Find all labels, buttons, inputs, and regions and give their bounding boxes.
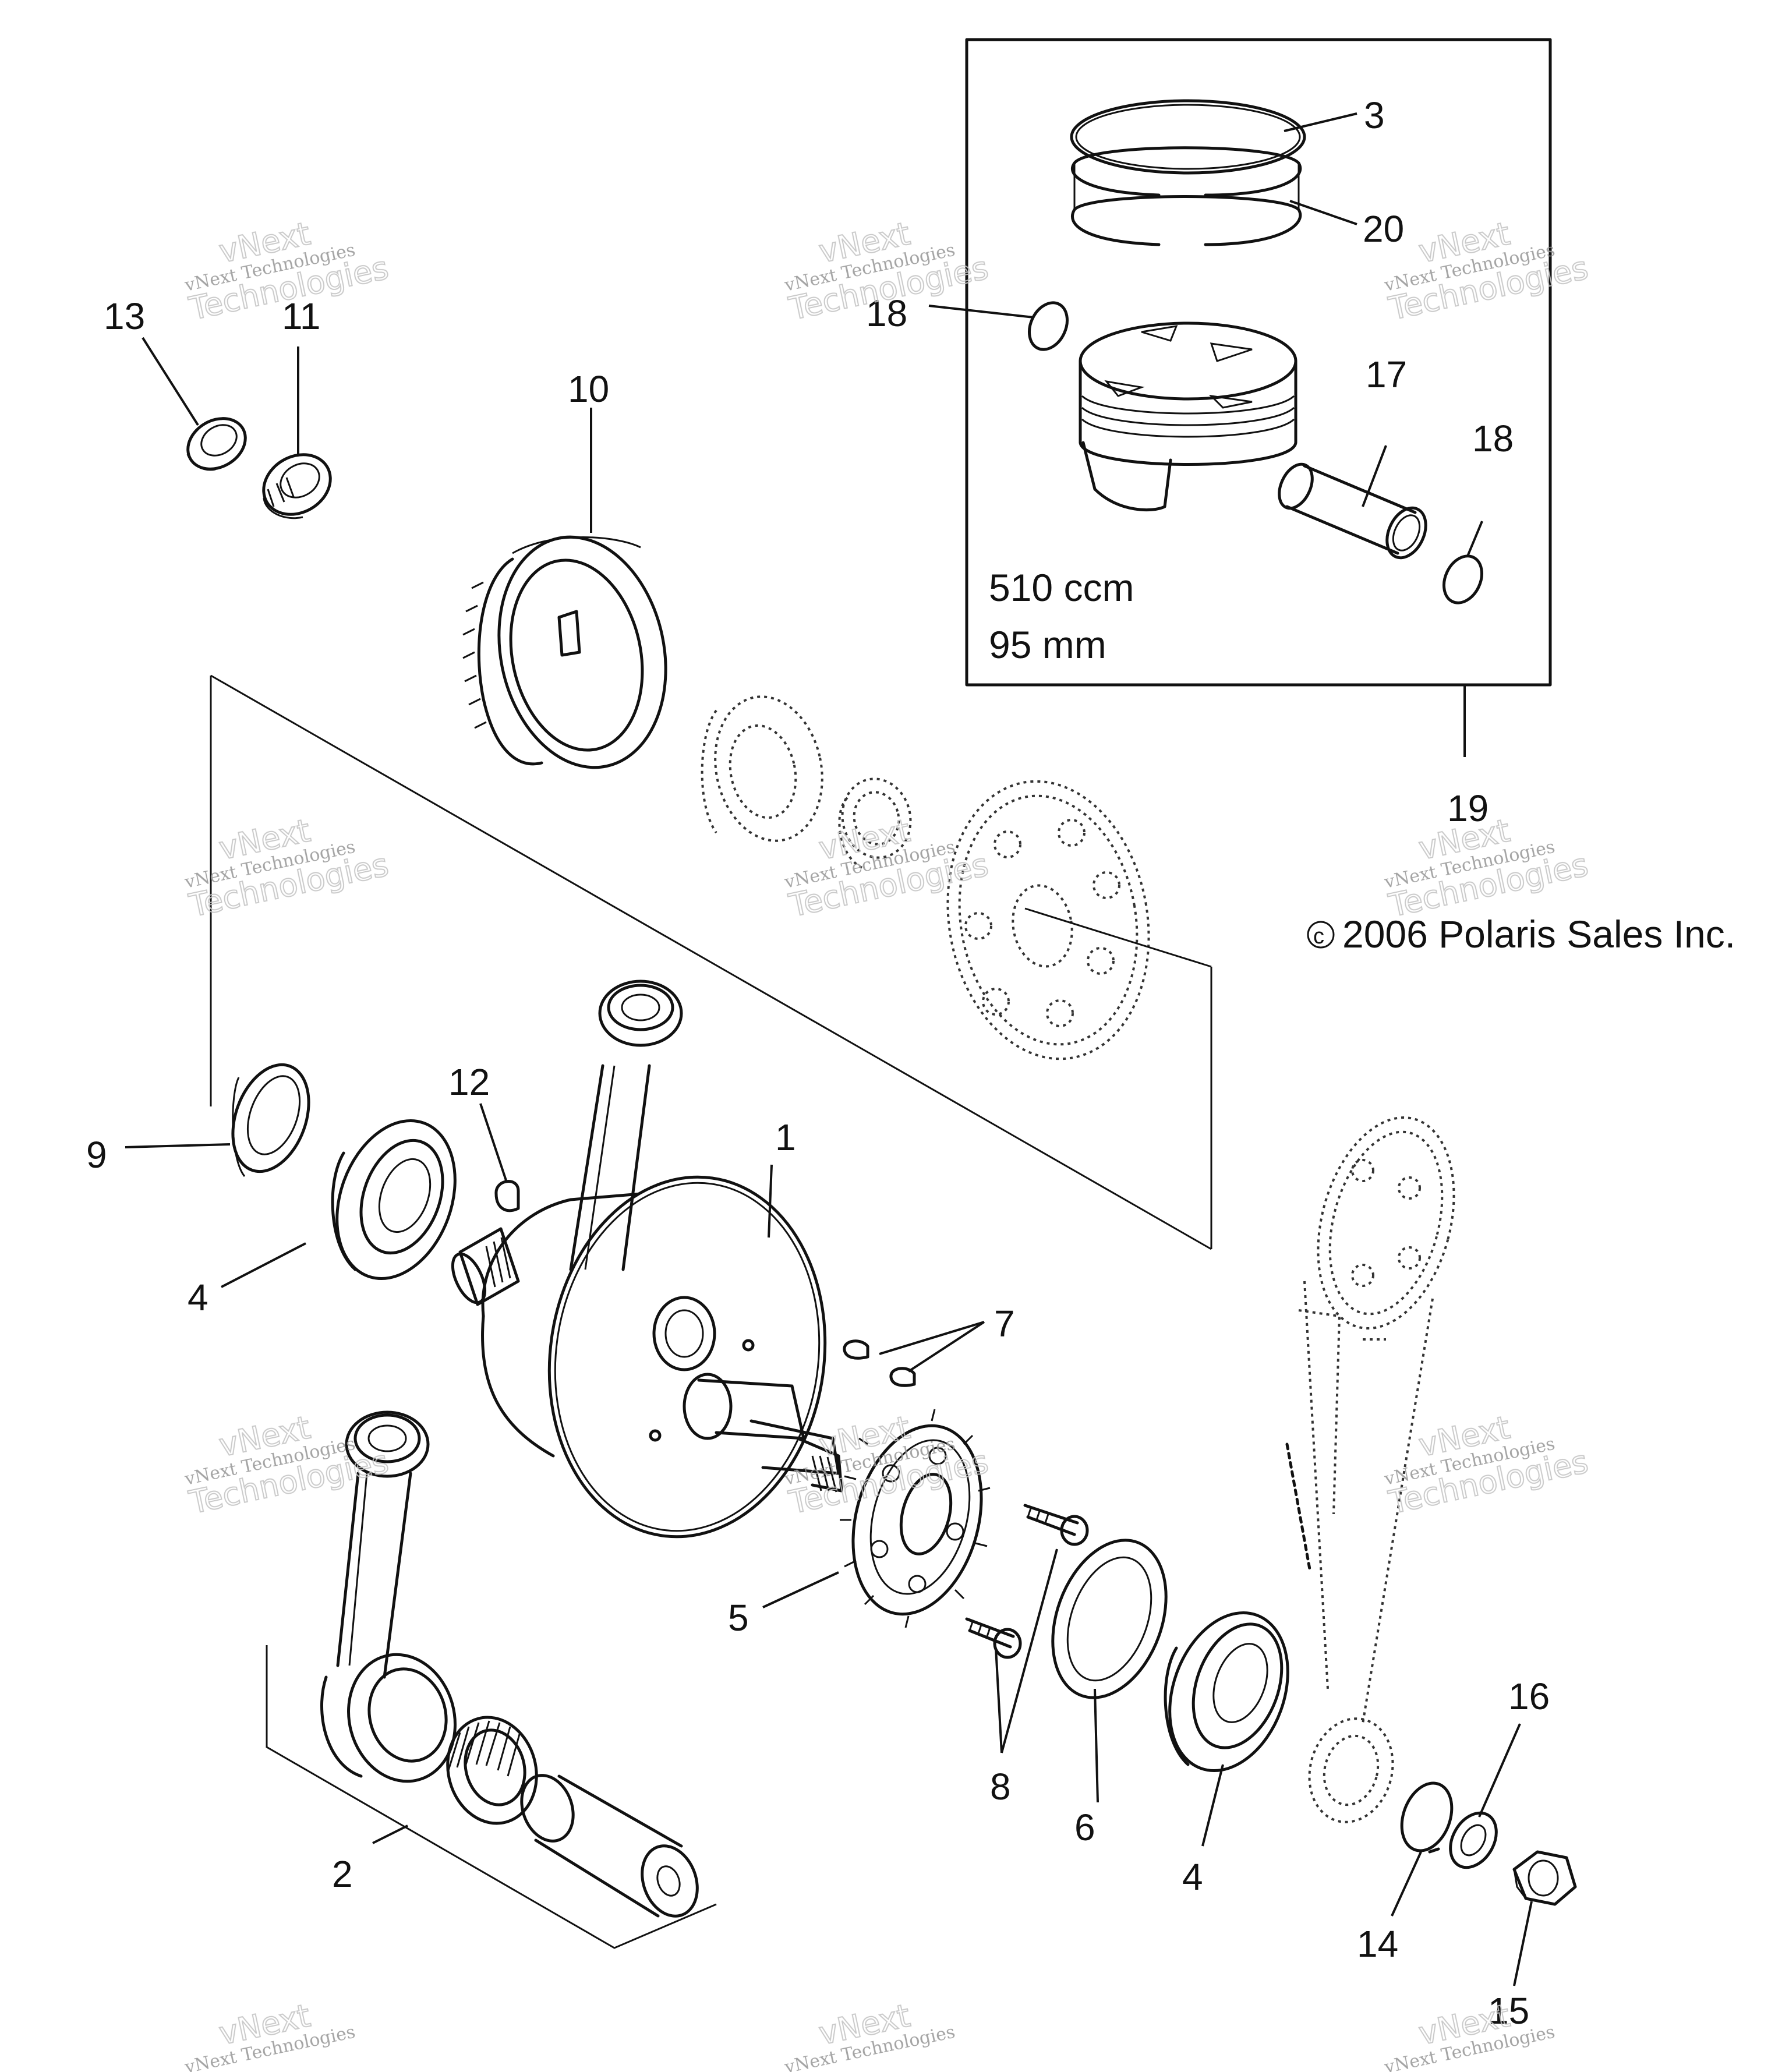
callout-13: 13 <box>104 295 145 337</box>
watermark-5: vNext vNext Technologies Technologies <box>782 812 992 925</box>
watermark-3: vNext vNext Technologies Technologies <box>1382 215 1592 328</box>
watermark-10: vNext vNext Technologies <box>182 1997 357 2072</box>
callout-numbers: 1 2 3 4 4 5 6 7 8 9 10 11 12 13 14 15 16… <box>86 94 1550 2032</box>
oil-seal-small <box>186 417 247 471</box>
callout-16: 16 <box>1508 1675 1550 1717</box>
callout-4-right: 4 <box>1182 1856 1203 1898</box>
conrod-kit-bracket <box>266 1645 717 1949</box>
leader-gear-bracket <box>1024 907 1212 968</box>
callout-12: 12 <box>448 1061 490 1103</box>
displacement-label: 510 ccm <box>989 566 1134 609</box>
woodruff-key-7b <box>889 1367 916 1387</box>
watermark-6: vNext vNext Technologies Technologies <box>1382 812 1592 925</box>
callout-8: 8 <box>990 1766 1011 1808</box>
callout-18-right: 18 <box>1472 418 1514 459</box>
snap-ring <box>1400 1781 1454 1854</box>
callout-9: 9 <box>86 1134 107 1176</box>
callout-17: 17 <box>1366 353 1407 395</box>
assembly-bracket-upper <box>210 674 1212 1250</box>
watermark-7: vNext vNext Technologies Technologies <box>182 1409 392 1522</box>
callout-1: 1 <box>775 1116 796 1158</box>
flat-washer <box>1449 1811 1498 1869</box>
copyright-text: 2006 Polaris Sales Inc. <box>1342 913 1735 956</box>
starter-clutch-dotted <box>701 695 823 842</box>
callout-4-left: 4 <box>188 1277 208 1318</box>
oil-seal-ridged <box>262 453 332 519</box>
bore-label: 95 mm <box>989 623 1106 666</box>
watermark-4: vNext vNext Technologies Technologies <box>182 812 392 925</box>
piston-ring-second <box>1071 146 1302 246</box>
callout-10: 10 <box>568 368 609 410</box>
callout-2: 2 <box>332 1853 353 1895</box>
piston-pin-circlip-left <box>1028 301 1069 351</box>
watermark-11: vNext vNext Technologies <box>782 1997 957 2072</box>
callout-11: 11 <box>282 295 320 337</box>
crankshaft <box>451 980 843 1539</box>
bolt-8b <box>965 1617 1022 1659</box>
woodruff-key-12 <box>494 1180 520 1212</box>
flange-nut <box>1512 1850 1577 1906</box>
crank-timing-gear <box>840 1409 991 1628</box>
callout-6: 6 <box>1074 1806 1095 1848</box>
callout-18-left: 18 <box>866 292 907 334</box>
callout-19: 19 <box>1447 787 1489 829</box>
callout-14: 14 <box>1357 1923 1398 1965</box>
watermarks: vNext vNext Technologies Technologies vN… <box>182 215 1592 2072</box>
callout-3: 3 <box>1364 94 1385 136</box>
copyright-circle-icon <box>1307 921 1335 949</box>
main-bearing-right <box>1164 1611 1289 1773</box>
piston-ring-top <box>1070 99 1306 175</box>
callout-20: 20 <box>1363 208 1404 250</box>
connecting-rod-kit <box>320 1410 699 1918</box>
starter-driven-gear-dotted <box>946 780 1150 1060</box>
piston <box>1079 321 1297 512</box>
watermark-12: vNext vNext Technologies <box>1382 1997 1557 2072</box>
flywheel-rotor <box>462 535 667 769</box>
woodruff-key-7a <box>843 1339 869 1360</box>
watermark-2: vNext vNext Technologies Technologies <box>782 215 992 328</box>
piston-kit-box <box>965 38 1552 687</box>
callout-7: 7 <box>994 1303 1015 1345</box>
needle-bearing-dotted <box>838 777 912 869</box>
main-bearing-left <box>331 1119 457 1281</box>
bolt-8a <box>1023 1504 1089 1546</box>
copyright-symbol: c <box>1313 924 1324 949</box>
piston-pin <box>1278 462 1427 560</box>
copyright-notice: c 2006 Polaris Sales Inc. <box>1307 913 1735 956</box>
callout-5: 5 <box>728 1597 749 1639</box>
leader-lines <box>125 112 1533 1986</box>
thrust-washer <box>1051 1539 1168 1699</box>
callout-15: 15 <box>1488 1990 1529 2032</box>
piston-pin-circlip-right <box>1442 554 1483 604</box>
crank-seal-left <box>231 1063 310 1177</box>
